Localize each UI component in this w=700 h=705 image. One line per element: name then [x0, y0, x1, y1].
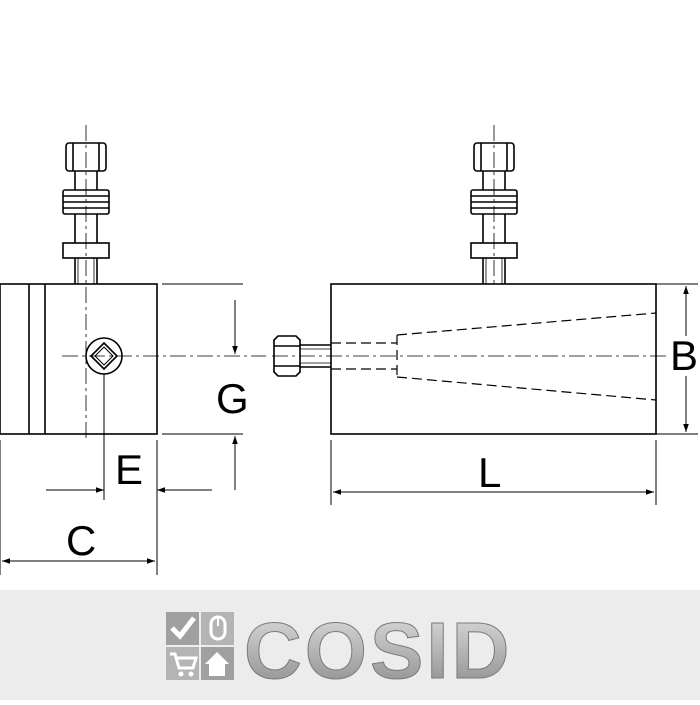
- brand-footer: COSID: [0, 590, 700, 700]
- dimensions: [0, 283, 698, 575]
- front-screw-assembly: [62, 142, 110, 284]
- hidden-bore: [331, 312, 657, 401]
- dimension-labels: C E G L B: [66, 332, 700, 564]
- label-b: B: [670, 332, 698, 379]
- brand-banner: COSID: [166, 606, 512, 696]
- front-block: [0, 283, 158, 435]
- technical-drawing: C E G L B: [0, 125, 700, 575]
- shopping-logo-icon: [166, 612, 234, 680]
- brand-name: COSID: [244, 606, 512, 695]
- square-drive: [89, 341, 119, 371]
- side-view: [272, 125, 670, 435]
- side-block: [330, 283, 657, 435]
- side-left-nut: [273, 335, 331, 377]
- side-screw-assembly: [470, 142, 518, 284]
- front-view: [0, 125, 266, 440]
- label-g: G: [216, 375, 249, 422]
- label-e: E: [115, 446, 143, 493]
- label-l: L: [478, 449, 501, 496]
- label-c: C: [66, 517, 96, 564]
